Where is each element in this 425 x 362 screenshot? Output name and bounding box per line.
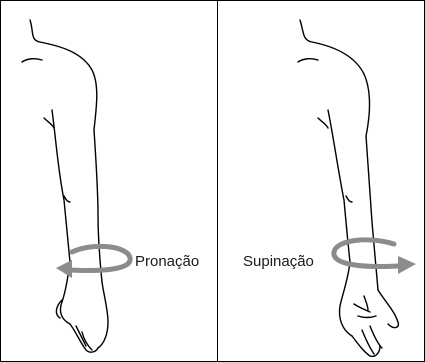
supination-rotation-arrow	[218, 0, 425, 362]
pronation-panel: Pronação	[0, 0, 217, 362]
supination-label: Supinação	[243, 254, 314, 269]
pronation-rotation-arrow	[0, 0, 217, 362]
supination-panel: Supinação	[218, 0, 425, 362]
pronation-label: Pronação	[135, 254, 199, 269]
